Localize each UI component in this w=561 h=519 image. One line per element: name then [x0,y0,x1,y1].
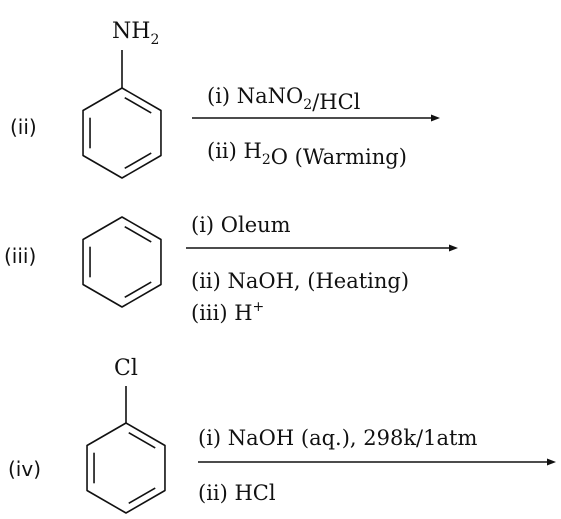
reagent-below: (iii) H+ [191,299,264,325]
reaction-number: (iv) [8,457,41,481]
double-bond-line [124,152,152,170]
double-bond-line [124,225,152,243]
arrow-head [431,114,440,122]
reaction-number: (ii) [10,115,37,139]
double-bond-line [124,96,152,114]
reaction-2: (iii) (i) Oleum (ii) NaOH, (Heating) (iii) … [4,213,458,325]
reagent-below: (ii) NaOH, (Heating) [191,269,409,293]
substituent-group: NH2 [112,19,159,48]
arrow-head [547,458,556,466]
reaction-3: (iv) Cl (i) NaOH (aq.), 298k/1atm (ii) HCl [8,356,556,514]
reagent-above: (i) NaOH (aq.), 298k/1atm [198,426,477,450]
reagent-below: (ii) HCl [198,481,276,505]
reagent-above: (i) Oleum [191,213,291,237]
double-bond-line [128,431,156,449]
double-bond-line [124,281,152,299]
benzene-ring [86,422,166,514]
benzene-ring [82,216,162,308]
reagent-above: (i) NaNO2/HCl [207,84,361,114]
arrow-head [449,244,458,252]
reagent-below: (ii) H2O (Warming) [207,139,407,169]
benzene-ring [82,87,162,179]
double-bond-line [128,487,156,505]
reaction-1: (ii) NH2 (i) NaNO2/HCl (ii) H2O (Warming) [10,19,440,179]
reaction-number: (iii) [4,244,36,268]
substituent-group: Cl [114,356,138,381]
